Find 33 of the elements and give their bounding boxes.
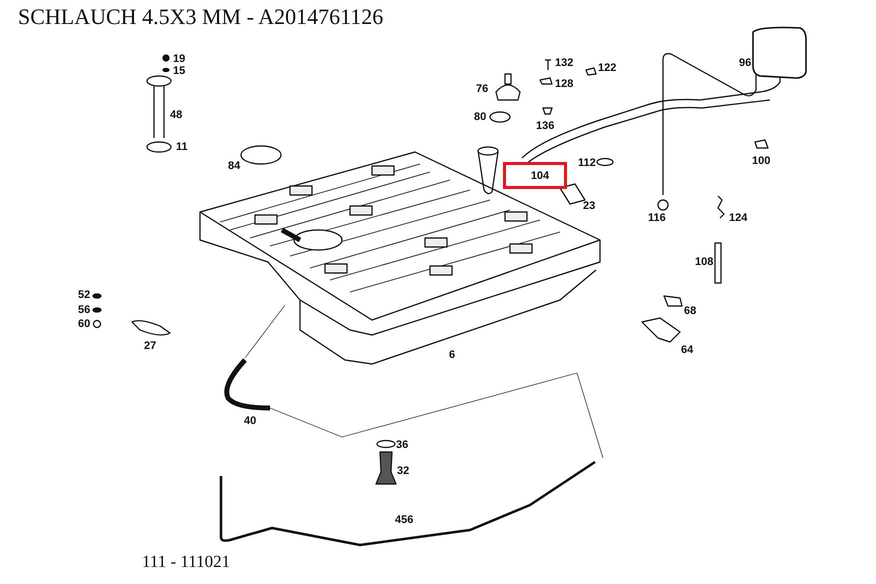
callout-number: 6 (449, 349, 456, 361)
callout-number: 136 (536, 120, 554, 132)
callout-number: 122 (598, 62, 616, 74)
callout-number: 84 (228, 160, 240, 172)
callout-number: 68 (684, 305, 696, 317)
callout-number: 80 (474, 111, 486, 123)
callout-number: 116 (648, 212, 666, 224)
callout-number: 124 (729, 212, 748, 224)
callout-number: 132 (555, 57, 574, 69)
callout-number: 104 (530, 170, 550, 182)
callout-number: 27 (144, 340, 156, 352)
callout-number: 96 (739, 57, 752, 69)
callout-number: 60 (78, 318, 90, 330)
callout-number: 11 (176, 141, 188, 153)
highlight-frame (503, 162, 567, 189)
callout-number: 23 (583, 200, 596, 212)
callout-number: 100 (752, 155, 770, 167)
callout-number: 40 (244, 415, 256, 427)
callout-number: 32 (397, 465, 410, 477)
callout-number: 76 (476, 83, 488, 95)
callout-number: 15 (173, 65, 186, 77)
callout-number: 128 (555, 78, 574, 90)
callout-number: 52 (78, 289, 90, 301)
callout-number: 112 (578, 157, 596, 169)
callout-number: 64 (681, 344, 694, 356)
callout-number: 108 (695, 256, 714, 268)
callout-number: 56 (78, 304, 90, 316)
callout-number: 19 (173, 53, 186, 65)
callout-number: 48 (170, 109, 182, 121)
callout-number: 456 (395, 514, 414, 526)
callout-number: 36 (396, 439, 408, 451)
title: SCHLAUCH 4.5X3 MM - A2014761126 (18, 4, 384, 30)
caption: 111 - 111021 (142, 552, 230, 572)
